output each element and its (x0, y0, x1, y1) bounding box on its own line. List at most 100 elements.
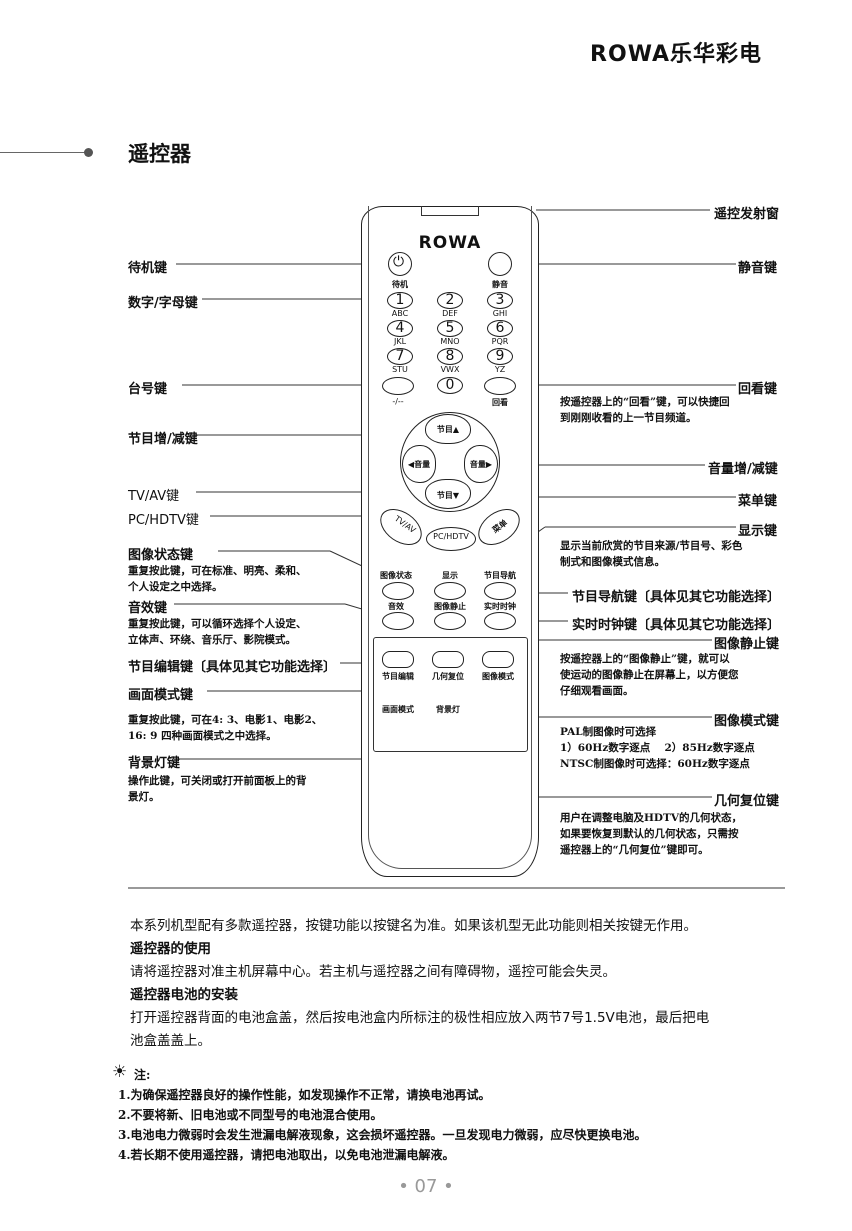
screen-mode-label: 画面模式 (382, 705, 414, 714)
navigation-label: 节目导航 (484, 571, 516, 580)
clock-button[interactable] (484, 612, 516, 630)
menu-key-label: 菜单键 (738, 494, 778, 509)
digit-5-button[interactable]: 5 (437, 320, 463, 337)
volume-up-button[interactable] (464, 445, 498, 483)
sound-key-label: 音效键 (128, 601, 168, 616)
display-label: 显示 (442, 571, 458, 580)
geometry-desc: 用户在调整电脑及HDTV的几何状态，如果要恢复到默认的几何状态，只需按遥控器上的… (560, 812, 742, 856)
freeze-key-label: 图像静止键 (714, 637, 780, 652)
digit-4-button[interactable]: 4 (387, 320, 413, 337)
clock-key-label: 实时时钟键〔具体见其它功能选择〕 (572, 618, 781, 633)
page-number: • 07 • (398, 1176, 454, 1197)
channel-key-label: 节目增/减键 (128, 432, 198, 447)
recall-desc: 按遥控器上的“回看”键，可以快捷回到刚刚收看的上一节目频道。 (560, 396, 730, 424)
display-desc: 显示当前欣赏的节目来源/节目号、彩色制式和图像模式信息。 (560, 540, 743, 568)
battery-paragraph-line2: 池盒盖盖上。 (130, 1033, 211, 1049)
remote-inner-outline (368, 206, 532, 869)
volume-key-label: 音量增/减键 (708, 462, 778, 477)
picture-state-label: 图像状态 (380, 571, 412, 580)
navigation-button[interactable] (484, 582, 516, 600)
standby-label: 待机 (392, 280, 408, 289)
standby-button[interactable]: ⏻ (388, 252, 412, 276)
intro-paragraph: 本系列机型配有多款遥控器，按键功能以按键名为准。如果该机型无此功能则相关按键无作… (130, 918, 697, 934)
picture-mode-key-label: 图像模式键 (714, 714, 780, 729)
volume-down-label: ◀音量 (407, 460, 431, 469)
program-edit-key-label: 节目编辑键〔具体见其它功能选择〕 (128, 660, 337, 675)
program-edit-label: 节目编辑 (382, 672, 414, 681)
digit-6-button[interactable]: 6 (487, 320, 513, 337)
digit-3-letters: GHI (492, 309, 508, 318)
usage-paragraph: 请将遥控器对准主机屏幕中心。若主机与遥控器之间有障碍物，遥控可能会失灵。 (130, 964, 616, 980)
mute-key-label: 静音键 (738, 261, 778, 276)
mute-button[interactable] (488, 252, 512, 276)
sound-label: 音效 (388, 602, 404, 611)
volume-down-button[interactable] (402, 445, 436, 483)
screen-mode-key-label: 画面模式键 (128, 688, 194, 703)
tvav-key-label: TV/AV键 (128, 489, 180, 504)
note-item: 4.若长期不使用遥控器，请把电池取出，以免电池泄漏电解液。 (118, 1148, 455, 1162)
power-icon: ⏻ (393, 254, 405, 270)
geometry-key-label: 几何复位键 (714, 794, 780, 809)
remote-body (361, 206, 539, 877)
volume-up-label: 音量▶ (469, 460, 493, 469)
battery-paragraph-line1: 打开遥控器背面的电池盒盖，然后按电池盒内所标注的极性相应放入两节7号1.5V电池… (130, 1010, 710, 1026)
display-button[interactable] (434, 582, 466, 600)
sound-desc: 重复按此键，可以循环选择个人设定、立体声、环绕、音乐厅、影院模式。 (128, 618, 307, 646)
pchdtv-button[interactable] (426, 527, 476, 551)
screen-mode-desc: 重复按此键，可在4: 3、电影1、电影2、16: 9 四种画面模式之中选择。 (128, 714, 323, 742)
freeze-desc: 按遥控器上的“图像静止”键，就可以使运动的图像静止在屏幕上，以方便您仔细观看画面… (560, 653, 739, 697)
remote-logo: ROWA (418, 233, 482, 253)
digit-8-button[interactable]: 8 (437, 348, 463, 365)
backlight-key-label: 背景灯键 (128, 756, 181, 771)
dash-label: -/-- (392, 397, 404, 406)
sound-button[interactable] (382, 612, 414, 630)
picture-mode-label: 图像模式 (482, 672, 514, 681)
digit-9-letters: YZ (494, 365, 506, 374)
dash-key-label: 台号键 (128, 382, 168, 397)
mute-label: 静音 (492, 280, 508, 289)
freeze-button[interactable] (434, 612, 466, 630)
battery-heading: 遥控器电池的安装 (130, 987, 238, 1003)
picture-state-button[interactable] (382, 582, 414, 600)
display-key-label: 显示键 (738, 524, 778, 539)
picture-mode-button[interactable] (482, 651, 514, 668)
program-edit-button[interactable] (382, 651, 414, 668)
section-rule (0, 152, 88, 153)
navigation-key-label: 节目导航键〔具体见其它功能选择〕 (572, 590, 781, 605)
channel-up-button[interactable] (425, 414, 471, 444)
digit-0-button[interactable]: 0 (437, 377, 463, 394)
backlight-desc: 操作此键，可关闭或打开前面板上的背景灯。 (128, 775, 307, 803)
lower-button-panel (373, 637, 528, 752)
digit-5-letters: MNO (440, 337, 460, 346)
dash-button[interactable] (382, 377, 414, 395)
digit-key-label: 数字/字母键 (128, 296, 198, 311)
channel-down-label: 节目▼ (436, 491, 460, 500)
note-item: 1.为确保遥控器良好的操作性能，如发现操作不正常，请换电池再试。 (118, 1088, 491, 1102)
digit-2-letters: DEF (442, 309, 458, 318)
channel-down-button[interactable] (425, 479, 471, 509)
note-item: 2.不要将新、旧电池或不同型号的电池混合使用。 (118, 1108, 383, 1122)
digit-7-letters: STU (392, 365, 408, 374)
geometry-reset-button[interactable] (432, 651, 464, 668)
digit-3-button[interactable]: 3 (487, 292, 513, 309)
channel-up-label: 节目▲ (436, 425, 460, 434)
recall-label: 回看 (492, 398, 508, 407)
picture-state-key-label: 图像状态键 (128, 548, 194, 563)
ir-window-label: 遥控发射窗 (714, 207, 780, 222)
digit-1-button[interactable]: 1 (387, 292, 413, 309)
digit-2-button[interactable]: 2 (437, 292, 463, 309)
digit-1-letters: ABC (391, 309, 409, 318)
digit-8-letters: VWX (440, 365, 460, 374)
digit-9-button[interactable]: 9 (487, 348, 513, 365)
usage-heading: 遥控器的使用 (130, 941, 211, 957)
freeze-label: 图像静止 (434, 602, 466, 611)
ir-window (421, 206, 479, 216)
brand-logo: ROWA乐华彩电 (590, 42, 762, 67)
clock-label: 实时时钟 (484, 602, 516, 611)
standby-key-label: 待机键 (128, 261, 168, 276)
recall-button[interactable] (484, 377, 516, 395)
digit-7-button[interactable]: 7 (387, 348, 413, 365)
backlight-label: 背景灯 (436, 705, 460, 714)
bulb-icon: ☀ (112, 1062, 128, 1082)
